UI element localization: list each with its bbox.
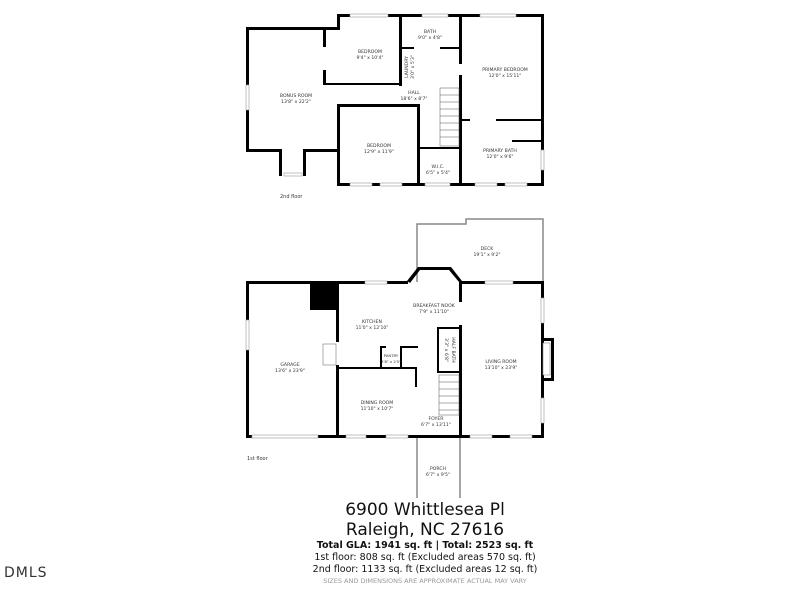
room-name: DINING ROOM: [361, 400, 394, 406]
room-dims: 12'9" x 11'9": [364, 149, 394, 155]
room-dims: 3'0" x 5'3": [410, 55, 416, 79]
porch-outline: [416, 438, 461, 498]
room-name: DECK: [481, 246, 495, 252]
room-name: PORCH: [430, 466, 446, 472]
room-name: BATH: [424, 29, 436, 35]
floor-label: 1st floor: [247, 456, 269, 462]
room-name: PANTRY: [384, 353, 399, 358]
room-dims: 9'0" x 4'8": [418, 35, 442, 41]
total-area: Total GLA: 1941 sq. ft | Total: 2523 sq.…: [316, 540, 534, 551]
room-dims: 11'10" x 10'7": [361, 406, 394, 412]
garage-steps: [322, 343, 337, 366]
room-dims: 13'8" x 22'2": [281, 99, 311, 105]
first-floor-area: 1st floor: 808 sq. ft (Excluded areas 57…: [314, 552, 536, 563]
address-line-2: Raleigh, NC 27616: [345, 520, 505, 540]
room-name: BEDROOM: [367, 143, 391, 149]
room-name: FOYER: [429, 416, 445, 422]
deck-outline: [416, 218, 544, 282]
room-dims: 13'6" x 23'9": [275, 368, 305, 374]
room-dims: 6'7" x 9'5": [426, 472, 450, 478]
room-dims: 6'5" x 5'4": [426, 170, 450, 176]
room-name: BREAKFAST NOOK: [413, 303, 456, 309]
floor-label: 2nd floor: [280, 194, 303, 200]
room-name: BEDROOM: [358, 49, 382, 55]
disclaimer: SIZES AND DIMENSIONS ARE APPROXIMATE ACT…: [323, 577, 527, 585]
first-floor-walls: [246, 267, 554, 438]
fireplace: [542, 342, 551, 376]
room-dims: 3'8" x 2'5": [381, 359, 401, 364]
room-dims: 12'0" x 15'11": [489, 73, 522, 79]
room-name: KITCHEN: [362, 319, 382, 325]
room-name: W.I.C.: [432, 164, 445, 170]
room-dims: 12'0" x 9'6": [486, 154, 513, 160]
room-name: PRIMARY BATH: [483, 148, 517, 154]
first-floor-windows: [245, 280, 545, 439]
second-floor-area: 2nd floor: 1133 sq. ft (Excluded areas 1…: [312, 564, 538, 575]
room-dims: 11'0" x 12'10": [356, 325, 389, 331]
room-dims: 19'1" x 9'2": [473, 252, 500, 258]
room-dims: 7'9" x 11'10": [419, 309, 449, 315]
room-name: BONUS ROOM: [280, 93, 312, 99]
room-name: GARAGE: [280, 362, 299, 368]
room-name: HALF BATH: [450, 337, 456, 362]
room-dims: 3'3" x 6'8": [443, 338, 449, 362]
second-floor-windows: [245, 13, 545, 187]
room-dims: 9'4" x 10'4": [356, 55, 383, 61]
room-name: LIVING ROOM: [485, 359, 516, 365]
dmls-logo: DMLS: [4, 565, 48, 581]
property-summary: 6900 Whittlesea Pl Raleigh, NC 27616 Tot…: [250, 500, 600, 586]
room-dims: 13'10" x 23'9": [485, 365, 518, 371]
room-name: HALL: [408, 90, 420, 96]
room-dims: 18'6" x 8'7": [400, 96, 427, 102]
first-floor-stairs: [438, 374, 460, 416]
room-name: LAUNDRY: [404, 56, 410, 78]
room-dims: 6'7" x 13'11": [421, 422, 451, 428]
address-line-1: 6900 Whittlesea Pl: [345, 500, 505, 520]
room-name: PRIMARY BEDROOM: [482, 67, 528, 73]
second-floor-stairs: [439, 87, 460, 147]
